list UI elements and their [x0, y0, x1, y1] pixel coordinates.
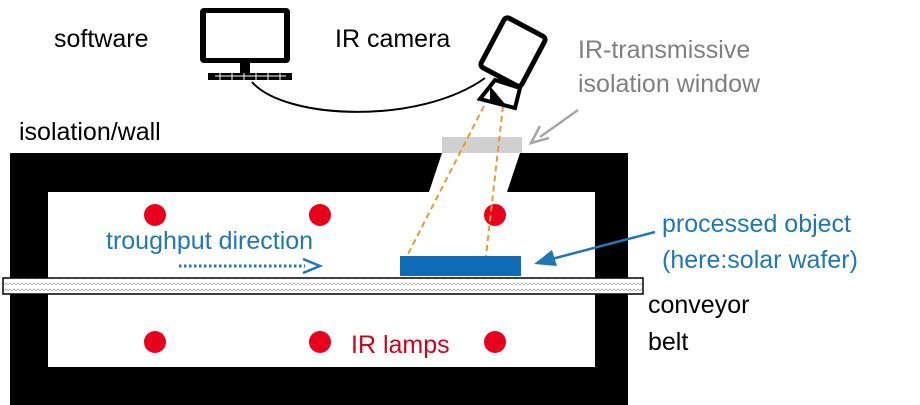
belt-label-line1: conveyor	[648, 291, 749, 319]
lamps-label: IR lamps	[351, 331, 450, 359]
object-label-line2: (here:solar wafer)	[662, 246, 858, 274]
window-label-line2: isolation window	[578, 70, 761, 98]
direction-arrow	[179, 257, 324, 275]
software-label: software	[54, 25, 148, 53]
wall-label: isolation/wall	[19, 118, 161, 146]
object-pointer-arrow	[534, 230, 656, 266]
ir-lamp	[484, 331, 506, 353]
ir-camera-label: IR camera	[335, 25, 450, 53]
ir-lamp	[144, 331, 166, 353]
camera-beam	[406, 105, 504, 257]
direction-label: troughput direction	[106, 227, 313, 255]
ir-lamps	[144, 204, 506, 353]
ir-camera-icon	[476, 15, 548, 111]
window-label-line1: IR-transmissive	[578, 36, 750, 64]
ir-lamp	[309, 331, 331, 353]
object-label-line1: processed object	[662, 210, 851, 238]
ir-lamp	[144, 204, 166, 226]
solar-wafer	[400, 256, 521, 276]
camera-cable	[251, 77, 486, 113]
ir-lamp	[484, 204, 506, 226]
isolation-window	[442, 137, 522, 153]
ir-lamp	[309, 204, 331, 226]
belt-label-line2: belt	[648, 328, 688, 356]
isolation-wall	[10, 153, 628, 405]
monitor-icon	[200, 8, 292, 80]
window-pointer-arrow	[528, 108, 579, 145]
